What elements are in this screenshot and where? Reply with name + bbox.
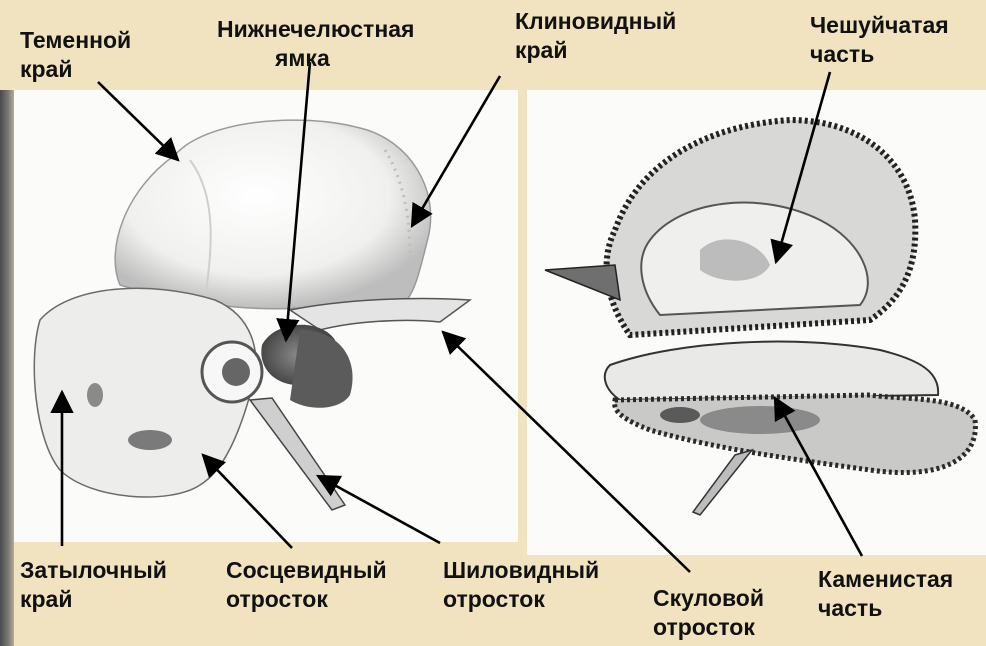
label-styloid-process-line1: Шиловидный bbox=[443, 556, 599, 585]
styloid-process-shape bbox=[250, 398, 345, 510]
label-occipital-edge-line2: край bbox=[20, 585, 167, 614]
styloid-process-medial-shape bbox=[693, 450, 752, 515]
squamous-plate-shape bbox=[115, 120, 431, 309]
label-mastoid-process-line2: отросток bbox=[226, 585, 387, 614]
label-styloid-process: Шиловидный отросток bbox=[443, 556, 599, 614]
label-zygomatic-process-line2: отросток bbox=[653, 613, 764, 642]
label-mastoid-process: Сосцевидный отросток bbox=[226, 556, 387, 614]
label-parietal-edge-line1: Теменной bbox=[20, 26, 131, 55]
temporal-bone-medial-view bbox=[545, 120, 975, 515]
label-zygomatic-process: Скуловой отросток bbox=[653, 584, 764, 642]
temporal-bone-lateral-view bbox=[34, 120, 470, 510]
label-squamous-part: Чешуйчатая часть bbox=[810, 11, 949, 69]
label-parietal-edge-line2: край bbox=[20, 55, 131, 84]
label-sphenoid-edge-line1: Клиновидный bbox=[515, 7, 676, 36]
label-mandibular-fossa-line1: Нижнечелюстная bbox=[217, 15, 414, 44]
label-occipital-edge-line1: Затылочный bbox=[20, 556, 167, 585]
label-squamous-part-line1: Чешуйчатая bbox=[810, 11, 949, 40]
label-petrous-part-line2: часть bbox=[818, 594, 953, 623]
arrow-sphenoid-edge bbox=[412, 76, 500, 226]
label-styloid-process-line2: отросток bbox=[443, 585, 599, 614]
label-mandibular-fossa: Нижнечелюстная ямка bbox=[217, 15, 414, 73]
label-mandibular-fossa-line2: ямка bbox=[217, 44, 414, 73]
petrous-ridge-shape bbox=[605, 342, 938, 400]
arrow-parietal-edge bbox=[98, 82, 178, 160]
label-petrous-part: Каменистая часть bbox=[818, 565, 953, 623]
label-sphenoid-edge-line2: край bbox=[515, 36, 676, 65]
arrow-mastoid-process bbox=[203, 455, 292, 548]
label-sphenoid-edge: Клиновидный край bbox=[515, 7, 676, 65]
label-zygomatic-process-line1: Скуловой bbox=[653, 584, 764, 613]
arrow-styloid-process bbox=[318, 476, 440, 543]
label-parietal-edge: Теменной край bbox=[20, 26, 131, 84]
label-occipital-edge: Затылочный край bbox=[20, 556, 167, 614]
label-squamous-part-line2: часть bbox=[810, 40, 949, 69]
label-mastoid-process-line1: Сосцевидный bbox=[226, 556, 387, 585]
label-petrous-part-line1: Каменистая bbox=[818, 565, 953, 594]
